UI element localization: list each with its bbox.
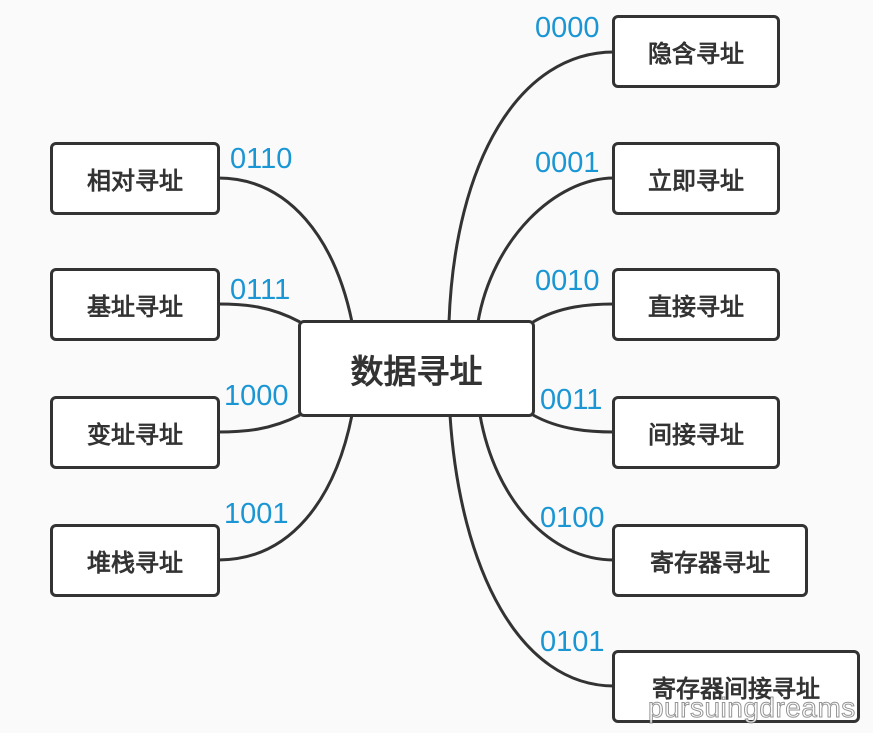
- node-label: 寄存器间接寻址: [652, 675, 820, 703]
- connector-left-1: [217, 302, 301, 324]
- node-label: 变址寻址: [87, 421, 183, 449]
- connector-right-1: [476, 176, 615, 323]
- node-register-indirect-addressing: 寄存器间接寻址: [612, 650, 860, 723]
- node-immediate-addressing: 立即寻址: [612, 142, 780, 215]
- watermark: pursuingdreams: [648, 692, 856, 724]
- code-label: 0101: [540, 626, 605, 658]
- connector-right-3: [532, 413, 615, 434]
- code-label: 0110: [230, 143, 293, 175]
- code-label: 1001: [224, 498, 289, 530]
- code-label: 0001: [535, 147, 600, 179]
- node-direct-addressing: 直接寻址: [612, 268, 780, 341]
- node-implied-addressing: 隐含寻址: [612, 15, 780, 88]
- connector-left-0: [217, 176, 354, 323]
- center-node: 数据寻址: [298, 320, 535, 417]
- node-index-addressing: 变址寻址: [50, 396, 220, 469]
- node-stack-addressing: 堆栈寻址: [50, 524, 220, 597]
- center-node-label: 数据寻址: [350, 351, 483, 391]
- node-label: 堆栈寻址: [87, 549, 183, 577]
- connector-right-4: [478, 414, 615, 562]
- code-label: 0111: [230, 274, 291, 306]
- code-label: 0000: [535, 12, 600, 44]
- node-base-addressing: 基址寻址: [50, 268, 220, 341]
- node-label: 间接寻址: [648, 421, 744, 449]
- node-relative-addressing: 相对寻址: [50, 142, 220, 215]
- code-label: 0100: [540, 502, 605, 534]
- connector-right-2: [532, 302, 615, 324]
- node-label: 立即寻址: [648, 167, 744, 195]
- node-label: 寄存器寻址: [650, 549, 770, 577]
- code-label: 1000: [224, 380, 289, 412]
- node-register-addressing: 寄存器寻址: [612, 524, 808, 597]
- node-label: 隐含寻址: [648, 40, 744, 68]
- code-label: 0011: [540, 384, 603, 416]
- connector-right-0: [447, 50, 615, 323]
- node-indirect-addressing: 间接寻址: [612, 396, 780, 469]
- node-label: 直接寻址: [648, 293, 744, 321]
- node-label: 基址寻址: [87, 293, 183, 321]
- connector-right-5: [448, 414, 615, 688]
- code-label: 0010: [535, 265, 600, 297]
- node-label: 相对寻址: [87, 167, 183, 195]
- connector-left-3: [217, 414, 354, 562]
- connector-left-2: [217, 413, 301, 434]
